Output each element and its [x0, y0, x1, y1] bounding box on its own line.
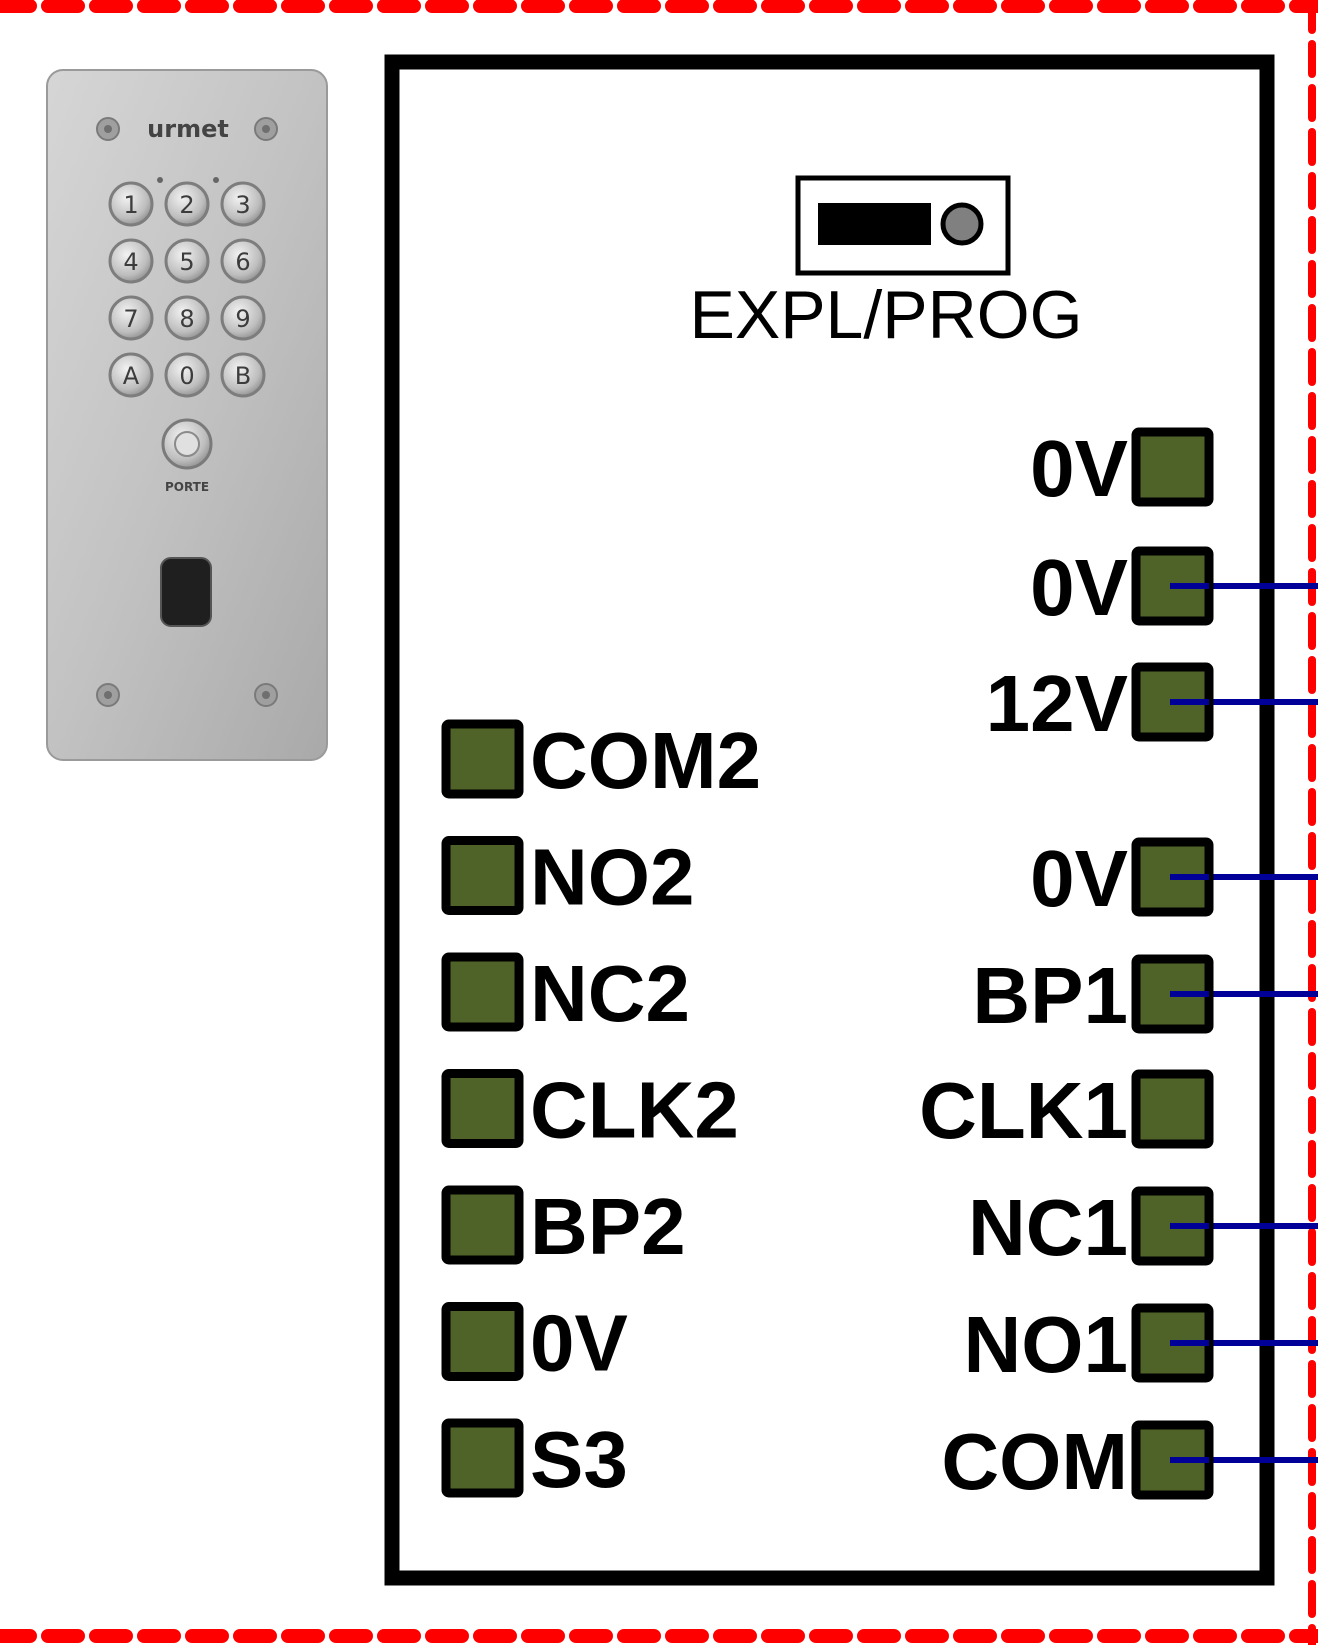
terminal-label: CLK1	[919, 1066, 1128, 1155]
terminal-block[interactable]	[1131, 1069, 1214, 1149]
screw-icon	[96, 683, 120, 707]
terminal-label: CLK2	[530, 1066, 739, 1155]
key-0[interactable]: 0	[164, 352, 210, 398]
terminal-no2[interactable]: NO2	[441, 833, 695, 922]
key-label: 0	[179, 362, 194, 390]
terminal-label: NO2	[530, 833, 695, 922]
terminal-label: 0V	[1030, 834, 1128, 923]
badge-reader-icon	[160, 557, 212, 627]
terminal-com2[interactable]: COM2	[441, 716, 761, 805]
jumper-label: EXPL/PROG	[689, 277, 1082, 353]
terminal-label: COM2	[530, 716, 761, 805]
key-7[interactable]: 7	[108, 295, 154, 341]
terminal-block[interactable]	[441, 1185, 524, 1265]
terminal-block[interactable]	[1131, 427, 1214, 507]
key-5[interactable]: 5	[164, 238, 210, 284]
door-button-label: PORTE	[165, 480, 209, 494]
key-2[interactable]: 2	[164, 181, 210, 227]
terminal-label: NC1	[968, 1183, 1128, 1272]
terminal-block[interactable]	[441, 1069, 524, 1148]
terminal-label: 0V	[1030, 543, 1128, 632]
key-b[interactable]: B	[220, 352, 266, 398]
terminal-nc1[interactable]: NC1	[968, 1183, 1214, 1272]
terminal-block[interactable]	[441, 719, 524, 799]
screw-icon	[96, 117, 120, 141]
terminal-clk2[interactable]: CLK2	[441, 1066, 739, 1155]
terminal-label: 12V	[986, 659, 1128, 748]
key-label: 9	[235, 305, 250, 333]
terminal-bp1[interactable]: BP1	[972, 951, 1214, 1040]
key-label: B	[235, 362, 251, 390]
terminal-nc2[interactable]: NC2	[441, 949, 690, 1038]
key-label: 8	[179, 305, 194, 333]
terminal-block[interactable]	[441, 836, 524, 915]
terminal-s3[interactable]: S3	[441, 1415, 628, 1504]
key-label: A	[123, 362, 140, 390]
key-1[interactable]: 1	[108, 181, 154, 227]
terminal-block[interactable]	[441, 952, 524, 1032]
jumper-expl-prog[interactable]	[795, 175, 1011, 276]
key-label: 7	[123, 305, 138, 333]
terminal-label: COM	[941, 1417, 1128, 1506]
key-label: 2	[179, 191, 194, 219]
led-icon	[213, 177, 219, 183]
terminal-com[interactable]: COM	[941, 1417, 1214, 1506]
terminal-block[interactable]	[441, 1418, 524, 1498]
led-icon	[157, 177, 163, 183]
terminal-label: 0V	[530, 1299, 628, 1388]
keypad-panel: urmet 1 2 3 4 5 6 7 8 9A 0 B PORTE	[46, 69, 328, 761]
terminal-label: BP2	[530, 1182, 686, 1271]
key-6[interactable]: 6	[220, 238, 266, 284]
terminal-label: S3	[530, 1415, 628, 1504]
terminal-0v[interactable]: 0V	[441, 1299, 628, 1388]
terminal-no1[interactable]: NO1	[964, 1300, 1214, 1389]
screw-icon	[254, 683, 278, 707]
terminal-label: BP1	[972, 951, 1128, 1040]
terminal-0v[interactable]: 0V	[1030, 424, 1214, 513]
terminal-0v[interactable]: 0V	[1030, 834, 1214, 923]
key-label: 5	[179, 248, 194, 276]
brand-logo: urmet	[147, 115, 229, 143]
terminal-label: NC2	[530, 949, 690, 1038]
terminal-label: NO1	[964, 1300, 1129, 1389]
terminal-block[interactable]	[441, 1302, 524, 1381]
key-4[interactable]: 4	[108, 238, 154, 284]
terminal-0v[interactable]: 0V	[1030, 543, 1214, 632]
terminal-label: 0V	[1030, 424, 1128, 513]
key-8[interactable]: 8	[164, 295, 210, 341]
screw-icon	[254, 117, 278, 141]
terminal-12v[interactable]: 12V	[986, 659, 1214, 748]
key-a[interactable]: A	[108, 352, 154, 398]
door-button[interactable]	[161, 418, 213, 470]
key-label: 6	[235, 248, 250, 276]
terminal-clk1[interactable]: CLK1	[919, 1066, 1214, 1155]
terminal-bp2[interactable]: BP2	[441, 1182, 686, 1271]
key-9[interactable]: 9	[220, 295, 266, 341]
key-label: 4	[123, 248, 138, 276]
key-3[interactable]: 3	[220, 181, 266, 227]
key-label: 1	[123, 191, 138, 219]
key-label: 3	[235, 191, 250, 219]
